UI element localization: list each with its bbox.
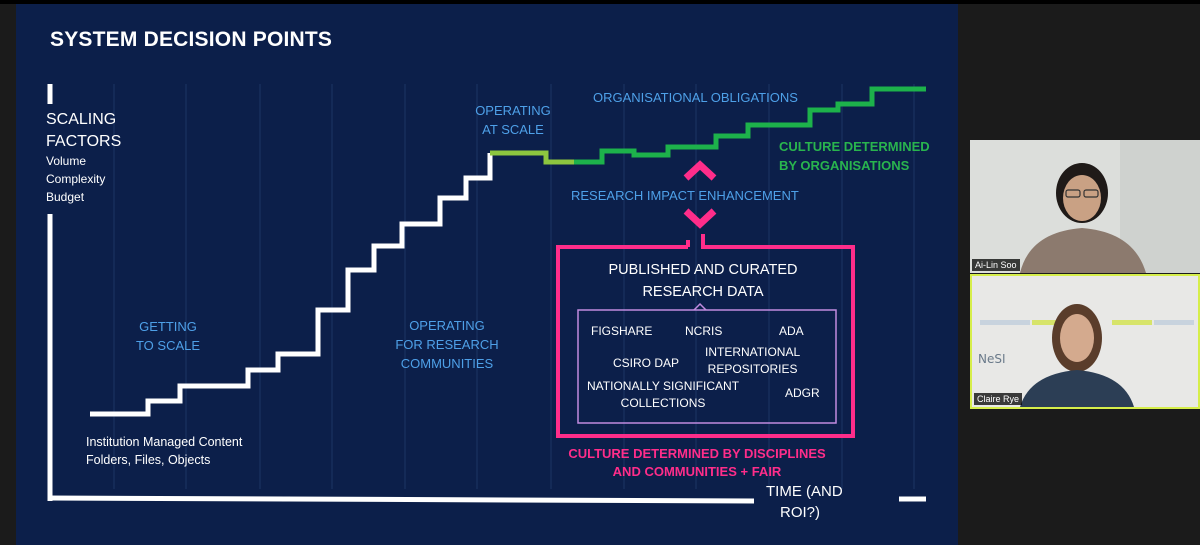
box-callout-notch [693, 302, 707, 311]
repo-adgr: ADGR [785, 386, 820, 400]
repo-figshare: FIGSHARE [591, 324, 653, 338]
repo-nationally-significant: NATIONALLY SIGNIFICANT COLLECTIONS [587, 379, 740, 410]
y-axis-sub-volume: Volume [46, 154, 87, 168]
y-axis-sub-complexity: Complexity [46, 172, 106, 186]
nesi-logo: NeSI [978, 352, 1006, 366]
institution-content-label: Institution Managed Content Folders, Fil… [86, 435, 243, 467]
culture-organisations-label: CULTURE DETERMINED BY ORGANISATIONS [779, 139, 930, 173]
lime-staircase [490, 150, 574, 165]
repo-ncris: NCRIS [685, 324, 723, 338]
culture-disciplines-label: CULTURE DETERMINED BY DISCIPLINES AND CO… [568, 446, 826, 479]
participant-name-ai-lin: Ai-Lin Soo [972, 259, 1020, 271]
green-staircase [574, 86, 926, 165]
stage-getting-to-scale: GETTING TO SCALE [135, 319, 201, 353]
y-axis-label-line2: FACTORS [46, 133, 122, 150]
repo-ada: ADA [779, 324, 804, 338]
window-top-bar [0, 0, 1200, 4]
published-data-title: PUBLISHED AND CURATED RESEARCH DATA [608, 262, 798, 300]
stage-organisational-obligations: ORGANISATIONAL OBLIGATIONS [593, 90, 798, 105]
x-axis-label: TIME (AND ROI?) [766, 483, 843, 521]
chevron-down-icon [683, 208, 717, 229]
presentation-slide: SYSTEM DECISION POINTS SCALING FACTORS V… [16, 4, 958, 545]
slide-graphics [47, 84, 926, 504]
participant-tile-ai-lin[interactable]: Ai-Lin Soo [970, 140, 1200, 273]
chevron-up-icon [683, 160, 717, 181]
y-axis-label-line1: SCALING [46, 111, 117, 128]
grid-lines [113, 84, 915, 489]
x-axis-line [47, 495, 755, 504]
stage-operating-for-communities: OPERATING FOR RESEARCH COMMUNITIES [395, 318, 499, 371]
pink-frame [556, 234, 855, 438]
repo-csiro-dap: CSIRO DAP [613, 356, 680, 370]
white-staircase [90, 153, 493, 417]
slide-title: SYSTEM DECISION POINTS [50, 28, 333, 51]
stage-research-impact: RESEARCH IMPACT ENHANCEMENT [571, 188, 799, 203]
participant-tile-claire[interactable]: NeSI Claire Rye [970, 274, 1200, 409]
participant-name-claire: Claire Rye [974, 393, 1023, 405]
repositories-box [577, 309, 837, 424]
participant-video-ai-lin [970, 140, 1200, 273]
y-axis-sub-budget: Budget [46, 190, 85, 204]
participant-video-claire [972, 276, 1198, 407]
stage-operating-at-scale: OPERATING AT SCALE [475, 103, 551, 137]
repo-international: INTERNATIONAL REPOSITORIES [705, 345, 801, 376]
